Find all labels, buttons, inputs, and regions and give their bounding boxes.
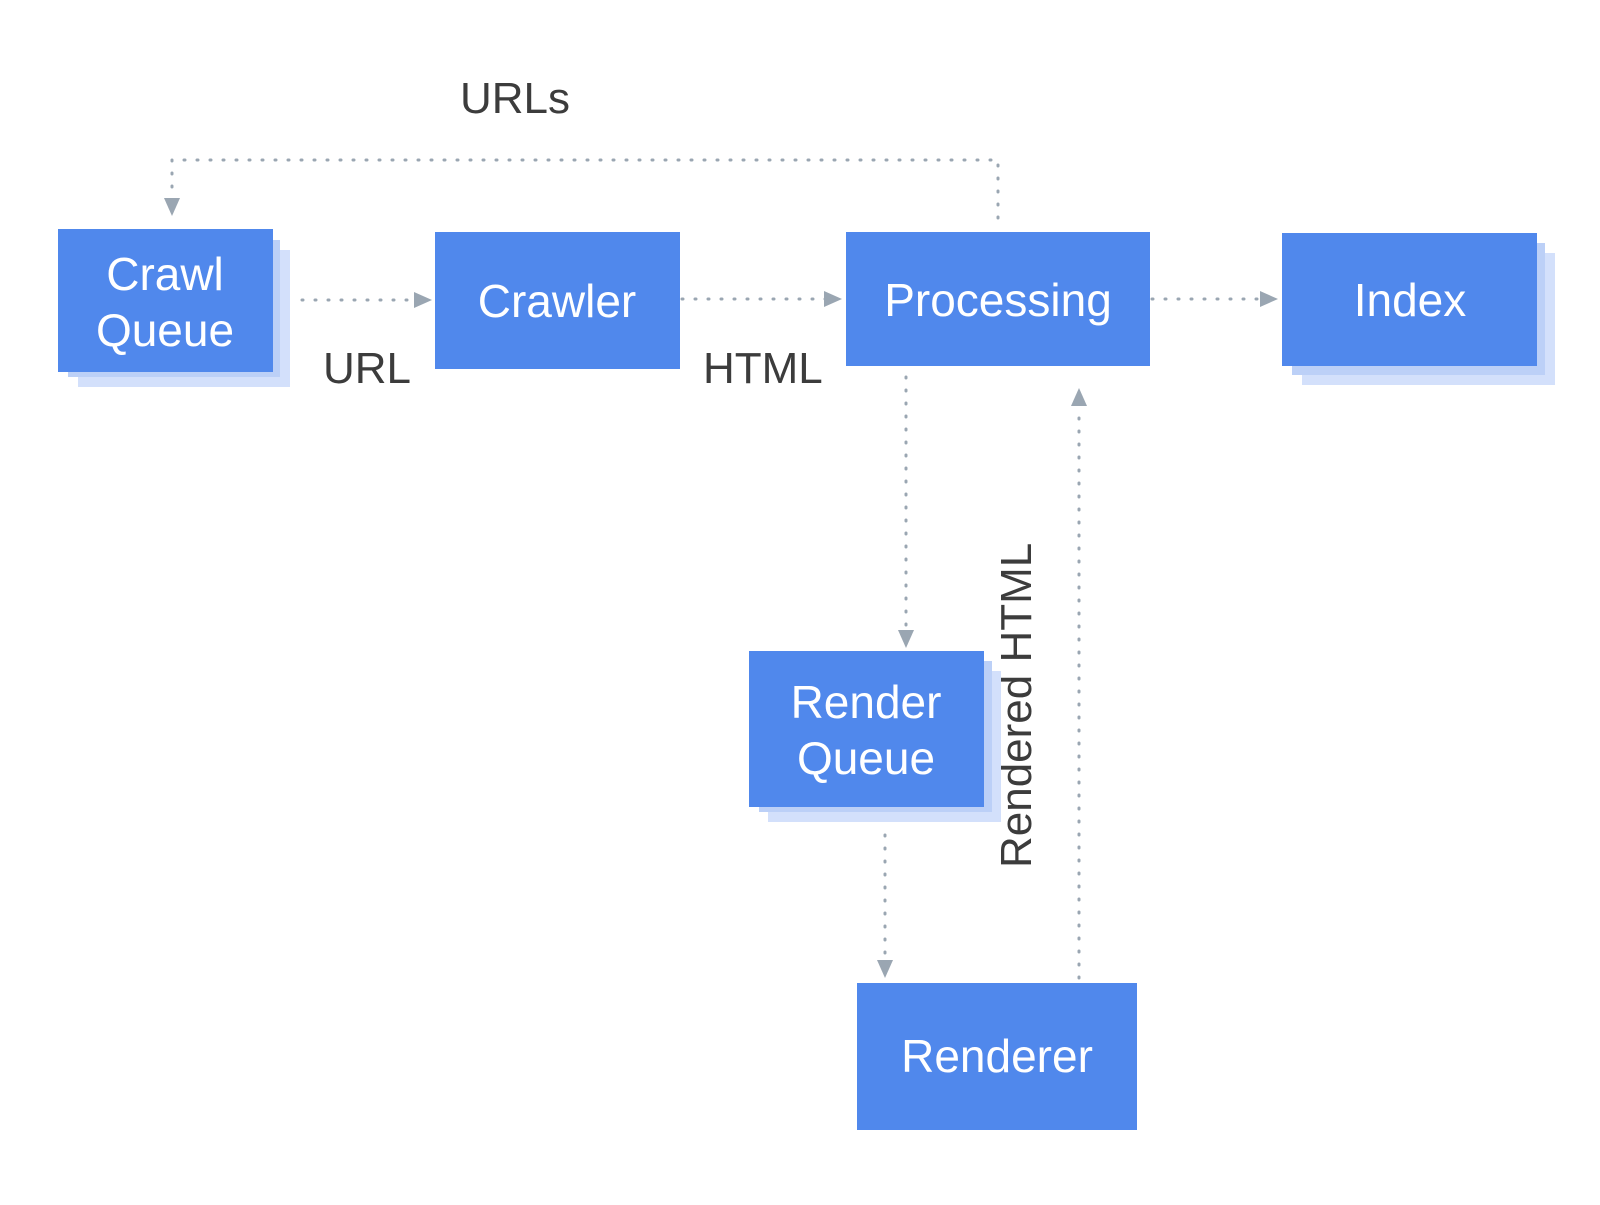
node-processing: Processing <box>846 232 1150 366</box>
arrow-down-icon <box>877 960 893 978</box>
renderer-label: Renderer <box>901 1030 1093 1082</box>
edge-render-queue-to-renderer <box>877 833 893 978</box>
edge-processing-to-crawl-queue <box>164 158 1000 220</box>
edge-label-html: HTML <box>703 344 823 393</box>
node-crawl-queue: Crawl Queue <box>58 229 290 387</box>
edge-label-urls: URLs <box>460 74 570 123</box>
edge-label-url: URL <box>323 344 411 393</box>
node-renderer: Renderer <box>857 983 1137 1130</box>
arrow-down-icon <box>898 630 914 648</box>
arrow-right-icon <box>414 292 432 308</box>
arrow-right-icon <box>824 291 842 307</box>
crawler-box <box>435 232 680 369</box>
renderer-box <box>857 983 1137 1130</box>
edge-processing-to-index <box>1150 291 1278 307</box>
processing-box <box>846 232 1150 366</box>
processing-label: Processing <box>884 274 1112 326</box>
edge-renderer-to-processing <box>1071 388 1087 980</box>
crawl-queue-label-line2: Queue <box>96 304 234 356</box>
index-label: Index <box>1354 274 1467 326</box>
node-crawler: Crawler <box>435 232 680 369</box>
crawl-queue-label-line1: Crawl <box>106 248 224 300</box>
edge-crawler-to-processing <box>680 291 842 307</box>
index-box <box>1282 233 1537 366</box>
render-queue-label-line1: Render <box>791 676 942 728</box>
arrow-down-icon <box>164 198 180 216</box>
edge-processing-to-render-queue <box>898 375 914 648</box>
arrow-right-icon <box>1260 291 1278 307</box>
crawl-queue-box <box>58 229 273 372</box>
crawler-label: Crawler <box>478 275 636 327</box>
edge-crawl-queue-to-crawler <box>300 292 432 308</box>
render-queue-label-line2: Queue <box>797 732 935 784</box>
node-index: Index <box>1282 233 1555 385</box>
arrow-up-icon <box>1071 388 1087 406</box>
node-render-queue: Render Queue <box>749 651 1001 822</box>
render-queue-box <box>749 651 984 807</box>
